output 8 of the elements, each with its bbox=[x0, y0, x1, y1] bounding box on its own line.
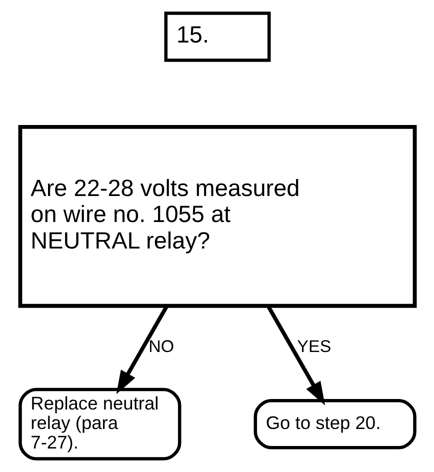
node-box: Replace neutral relay (para 7-27). bbox=[18, 388, 181, 460]
arrow bbox=[116, 306, 168, 394]
node-box: Go to step 20. bbox=[253, 398, 416, 450]
edge-label: YES bbox=[296, 337, 331, 356]
node-box: 15. bbox=[164, 12, 270, 62]
edge-label: NO bbox=[148, 337, 174, 356]
node-box: Are 22-28 volts measured on wire no. 1055 at NEUTRAL relay? bbox=[18, 124, 416, 308]
arrow bbox=[266, 306, 325, 406]
